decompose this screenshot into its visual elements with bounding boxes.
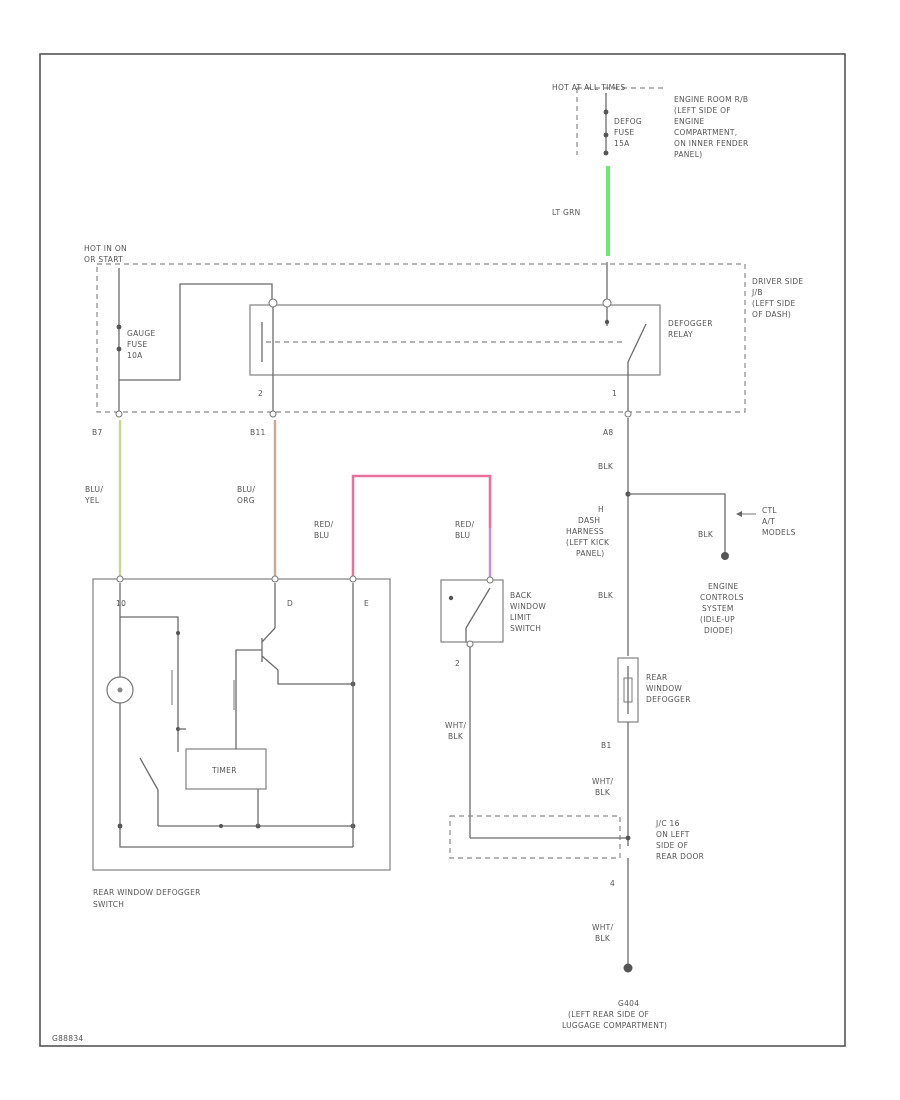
ground-label: G404 (LEFT REAR SIDE OF LUGGAGE COMPARTM…	[562, 999, 667, 1030]
pin-4: 4	[610, 879, 615, 888]
wire-red-blu	[351, 474, 492, 578]
svg-text:E: E	[364, 599, 369, 608]
jc-connector-label: J/C 16 ON LEFT SIDE OF REAR DOOR	[655, 819, 704, 861]
rear-window-defogger-switch: 10 D E TIMER	[92, 575, 391, 871]
engine-controls-label: ENGINE CONTROLS SYSTEM (IDLE-UP DIODE)	[700, 582, 746, 635]
driver-side-jb-box	[96, 263, 746, 413]
blk-branch-label: BLK	[698, 530, 714, 539]
back-window-limit-switch: BACK WINDOW LIMIT SWITCH 2	[440, 576, 549, 668]
svg-text:TIMER: TIMER	[211, 766, 237, 775]
relay-pin-2: 2	[258, 389, 263, 398]
diagram-frame	[39, 53, 846, 1047]
pin-b7: B7	[92, 428, 103, 437]
rear-window-defogger: REAR WINDOW DEFOGGER	[617, 657, 691, 723]
lt-grn-label: LT GRN	[552, 208, 581, 217]
svg-text:REAR WINDOW DEFOGG: REAR WINDOW DEFOGGER	[646, 673, 691, 704]
idle-up-diode-terminal	[721, 552, 729, 560]
defogger-relay-label: DEFOGGER RELAY	[668, 319, 715, 339]
red-blu-right-label: RED/ BLU	[455, 520, 477, 540]
dash-harness-label: H DASH HARNESS (LEFT KICK PANEL)	[566, 505, 612, 558]
relay-pin-1: 1	[612, 389, 617, 398]
jc-connector-box	[449, 815, 621, 859]
driver-side-jb-label: DRIVER SIDE J/B (LEFT SIDE OF DASH)	[751, 277, 806, 319]
gauge-fuse: GAUGE FUSE 10A	[116, 268, 273, 412]
pin-a8: A8	[603, 428, 614, 437]
at-models-label: CTL A/T MODELS	[762, 506, 796, 537]
blu-org-label: BLU/ ORG	[237, 485, 258, 505]
svg-text:D: D	[287, 599, 293, 608]
blk-label-2: BLK	[598, 591, 614, 600]
wht-blk-label-2: WHT/ BLK	[592, 777, 616, 797]
red-blu-left-label: RED/ BLU	[314, 520, 336, 540]
defog-fuse-label: DEFOG FUSE 15A	[614, 117, 645, 148]
pin-b1: B1	[601, 741, 612, 750]
blu-yel-label: BLU/ YEL	[84, 485, 106, 505]
svg-text:BACK WINDOW LIMIT: BACK WINDOW LIMIT SWITCH	[510, 591, 549, 633]
hot-at-all-times-label: HOT AT ALL TIMES	[552, 83, 625, 92]
pin-b11: B11	[250, 428, 266, 437]
ground-terminal	[623, 963, 633, 973]
defogger-relay: DEFOGGER RELAY 2 1	[249, 262, 715, 412]
engine-room-box-label: ENGINE ROOM R/B (LEFT SIDE OF ENGINE COM…	[674, 95, 751, 159]
svg-text:2: 2	[455, 659, 460, 668]
svg-text:GAUGE FUSE 10A: GAUGE FUSE 10A	[127, 329, 158, 360]
hot-in-on-label: HOT IN ON OR START	[84, 244, 130, 264]
diagram-id: G88834	[52, 1034, 83, 1043]
timer-block	[185, 748, 267, 790]
blk-label-1: BLK	[598, 462, 614, 471]
switch-caption: REAR WINDOW DEFOGGER SWITCH	[93, 888, 203, 909]
svg-text:10: 10	[116, 599, 126, 608]
wht-blk-label-3: WHT/ BLK	[592, 923, 616, 943]
engine-room-fuse-block: HOT AT ALL TIMES DEFOG FUSE 15A ENGINE R…	[552, 83, 751, 159]
wht-blk-label-1: WHT/ BLK	[445, 721, 469, 741]
